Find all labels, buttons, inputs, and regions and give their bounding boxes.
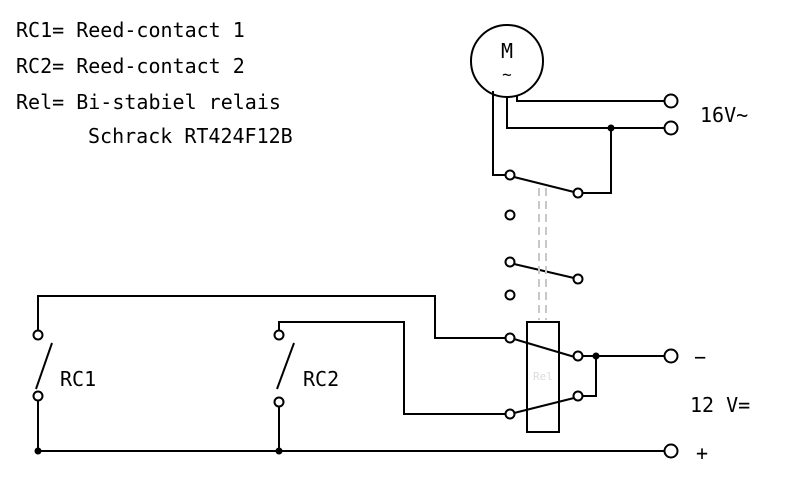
terminal-dc-plus	[663, 443, 679, 459]
plus-label: +	[696, 441, 708, 465]
legend-line-rc1: RC1= Reed-contact 1	[16, 18, 245, 42]
switch2-contact-a	[572, 273, 584, 285]
dc-supply-label: 12 V=	[690, 393, 750, 417]
wire-coil-common-link	[583, 356, 597, 397]
rc2-contact-bottom	[273, 396, 285, 408]
coil-terminal-set	[504, 332, 516, 344]
wire-motor-to-switch	[492, 91, 507, 176]
legend-line-rc2: RC2= Reed-contact 2	[16, 54, 245, 78]
ac-supply-label: 16V~	[700, 103, 748, 127]
junction-dot-minus	[592, 352, 600, 360]
switch2-contact-b	[504, 289, 516, 301]
minus-label: −	[694, 345, 706, 369]
relay-coil-block	[526, 321, 560, 433]
terminal-dc-minus	[663, 348, 679, 364]
rc2-switch-blade	[276, 342, 295, 390]
switch1-contact-common	[504, 169, 516, 181]
coil-terminal-reset	[504, 408, 516, 420]
rc1-contact-top	[32, 329, 44, 341]
coil-terminal-common-2	[572, 390, 584, 402]
rc1-label: RC1	[60, 367, 96, 391]
junction-dot-ac	[607, 124, 615, 132]
wire-ac-to-switch	[581, 128, 612, 194]
wire-rc2-to-coil-reset	[278, 321, 505, 415]
switch2-blade	[513, 263, 575, 279]
motor: M ~	[470, 24, 544, 98]
rc2-label: RC2	[303, 367, 339, 391]
motor-ac-symbol: ~	[502, 65, 512, 84]
legend-line-relay-model: Schrack RT424F12B	[88, 124, 293, 148]
switch1-contact-a	[572, 187, 584, 199]
switch1-contact-b	[504, 209, 516, 221]
wire-rc1-to-coil-set	[37, 295, 505, 339]
coil-diagonal-bottom	[513, 396, 579, 414]
terminal-ac-1	[663, 93, 679, 109]
switch2-contact-common	[504, 256, 516, 268]
coil-diagonal-top	[513, 338, 579, 359]
relay-coil-label: Rel	[533, 370, 553, 383]
wire-motor-to-ac-top	[516, 96, 665, 102]
terminal-ac-2	[663, 120, 679, 136]
legend-line-relay: Rel= Bi-stabiel relais	[16, 90, 281, 114]
rc1-switch-blade	[35, 342, 53, 390]
junction-dot-rc2	[275, 447, 283, 455]
rc1-contact-bottom	[32, 390, 44, 402]
rc2-contact-top	[273, 329, 285, 341]
coil-terminal-common-1	[572, 350, 584, 362]
junction-dot-rc1	[34, 447, 42, 455]
switch1-blade	[513, 176, 575, 193]
motor-symbol: M	[501, 39, 513, 63]
